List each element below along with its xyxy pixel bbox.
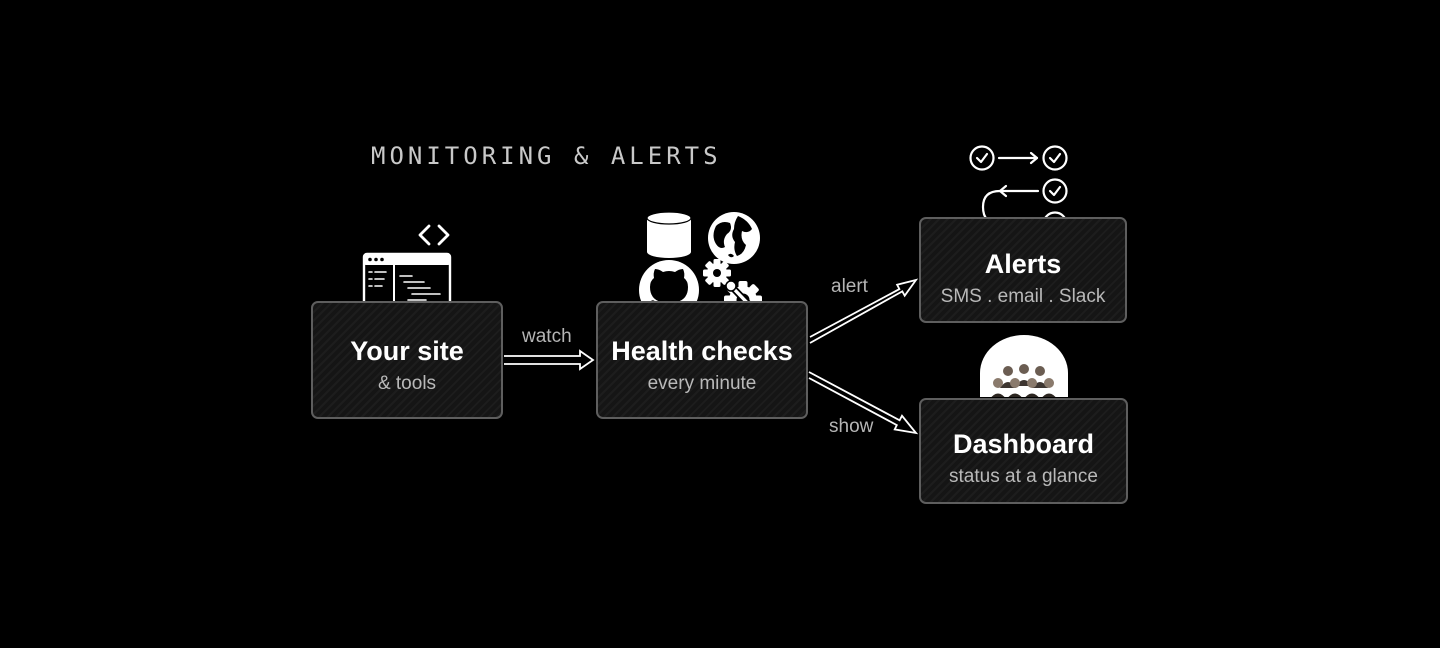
node-health-checks: Health checks every minute bbox=[596, 301, 808, 419]
edge-label-show: show bbox=[829, 416, 874, 437]
node-your-site-title: Your site bbox=[350, 336, 464, 366]
code-brackets-icon bbox=[418, 224, 450, 246]
edge-label-watch: watch bbox=[522, 326, 572, 347]
node-dashboard: Dashboard status at a glance bbox=[919, 398, 1128, 504]
database-icon bbox=[646, 211, 692, 258]
gear-icon bbox=[703, 259, 731, 287]
globe-icon bbox=[708, 212, 760, 264]
arrow-show bbox=[808, 371, 919, 435]
node-alerts-title: Alerts bbox=[984, 249, 1062, 279]
diagram-title: MONITORING & ALERTS bbox=[371, 142, 722, 170]
node-health-checks-subtitle: every minute bbox=[647, 373, 757, 394]
arrow-alert bbox=[809, 278, 919, 344]
edge-label-alert: alert bbox=[831, 276, 868, 297]
node-your-site-subtitle: & tools bbox=[377, 373, 437, 394]
node-dashboard-subtitle: status at a glance bbox=[949, 466, 1098, 487]
node-health-checks-title: Health checks bbox=[611, 336, 793, 366]
node-your-site: Your site & tools bbox=[311, 301, 503, 419]
node-dashboard-title: Dashboard bbox=[952, 429, 1095, 459]
node-alerts-subtitle: SMS . email . Slack bbox=[940, 286, 1106, 307]
node-alerts: Alerts SMS . email . Slack bbox=[919, 217, 1127, 323]
arrow-watch bbox=[504, 349, 595, 371]
